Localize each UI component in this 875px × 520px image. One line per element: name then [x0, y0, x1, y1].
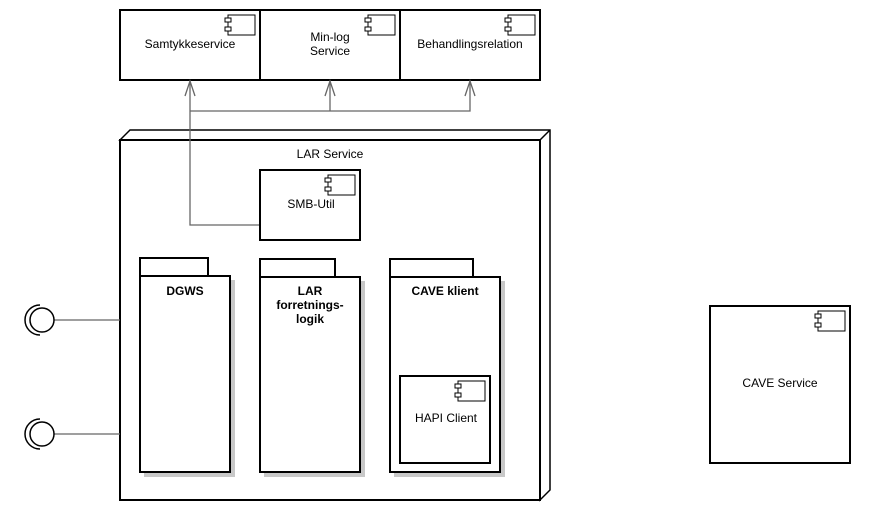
component-label: CAVE Service — [742, 376, 817, 390]
lar-forretningslogik-package[interactable]: LAR forretnings- logik — [259, 258, 365, 477]
provided-interface-1[interactable] — [24, 304, 120, 336]
package-label: CAVE klient — [411, 284, 478, 298]
component-label: SMB-Util — [287, 197, 334, 211]
node-title: LAR Service — [297, 147, 364, 161]
smb-util-component[interactable]: SMB-Util — [259, 169, 361, 241]
dependency-edges — [184, 78, 476, 226]
behandlingsrelation-component[interactable]: Behandlingsrelation — [399, 9, 541, 81]
component-label: Behandlingsrelation — [417, 37, 522, 51]
arrowhead-icon — [184, 78, 196, 97]
package-label: LAR — [298, 284, 323, 298]
component-label: Samtykkeservice — [145, 37, 236, 51]
dgws-package[interactable]: DGWS — [139, 257, 235, 477]
component-label: Service — [310, 44, 350, 58]
component-icon — [324, 174, 356, 196]
interface-socket-icon — [24, 304, 41, 336]
package-label: forretnings- — [276, 298, 343, 312]
interface-lollipop-icon — [29, 421, 55, 447]
interface-socket-icon — [24, 418, 41, 450]
component-icon — [454, 380, 486, 402]
hapi-client-component[interactable]: HAPI Client — [399, 375, 491, 464]
arrowhead-icon — [464, 78, 476, 97]
samtykkeservice-component[interactable]: Samtykkeservice — [119, 9, 261, 81]
component-icon — [504, 14, 536, 36]
component-label: HAPI Client — [415, 411, 478, 425]
package-label: logik — [296, 312, 324, 326]
arrowhead-icon — [324, 78, 336, 97]
provided-interface-2[interactable] — [24, 418, 120, 450]
package-label: DGWS — [166, 284, 203, 298]
interface-lollipop-icon — [29, 307, 55, 333]
component-icon — [364, 14, 396, 36]
cave-service-component[interactable]: CAVE Service — [709, 305, 851, 464]
component-label: Min-log — [310, 30, 349, 44]
min-log-service-component[interactable]: Min-log Service — [259, 9, 401, 81]
component-icon — [224, 14, 256, 36]
component-icon — [814, 310, 846, 332]
